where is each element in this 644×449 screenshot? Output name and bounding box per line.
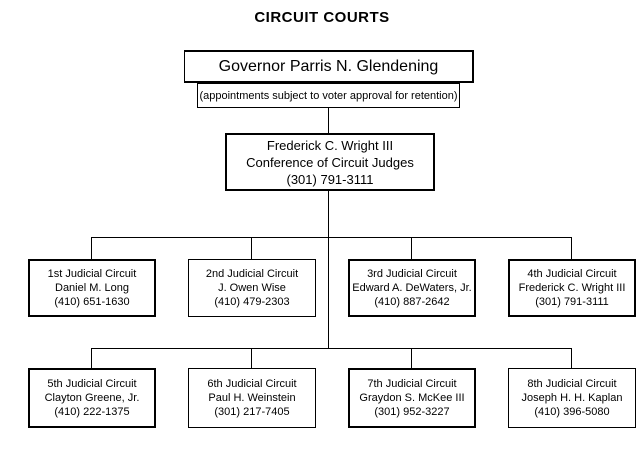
circuit-judge: Frederick C. Wright III	[518, 282, 626, 294]
circuit-judge: Daniel M. Long	[55, 282, 129, 294]
circuit-phone: (301) 791-3111	[535, 296, 609, 308]
circuit-judge: Clayton Greene, Jr.	[44, 392, 140, 404]
conference-box: Frederick C. Wright III Conference of Ci…	[225, 133, 435, 191]
circuit-name: 8th Judicial Circuit	[527, 378, 617, 390]
connector-drop-circuit-3	[411, 237, 412, 259]
connector-row2-horizontal	[91, 348, 572, 349]
connector-row1-horizontal	[91, 237, 572, 238]
circuit-phone: (410) 479-2303	[214, 296, 290, 308]
circuit-judge: Joseph H. H. Kaplan	[521, 392, 623, 404]
circuit-judge: J. Owen Wise	[218, 282, 286, 294]
conference-title: Conference of Circuit Judges	[246, 154, 414, 170]
circuit-phone: (410) 887-2642	[374, 296, 450, 308]
circuit-name: 1st Judicial Circuit	[47, 268, 137, 280]
connector-drop-circuit-6	[251, 348, 252, 368]
connector-drop-circuit-8	[571, 348, 572, 368]
circuit-judge: Paul H. Weinstein	[208, 392, 296, 404]
circuit-phone: (301) 952-3227	[374, 406, 450, 418]
circuit-box-6: 6th Judicial Circuit Paul H. Weinstein (…	[188, 368, 316, 428]
circuit-judge: Edward A. DeWaters, Jr.	[352, 282, 472, 294]
circuit-box-4: 4th Judicial Circuit Frederick C. Wright…	[508, 259, 636, 317]
circuit-judge: Graydon S. McKee III	[359, 392, 465, 404]
appointments-note: (appointments subject to voter approval …	[199, 89, 458, 102]
circuit-box-8: 8th Judicial Circuit Joseph H. H. Kaplan…	[508, 368, 636, 428]
circuit-box-7: 7th Judicial Circuit Graydon S. McKee II…	[348, 368, 476, 428]
circuit-name: 7th Judicial Circuit	[367, 378, 457, 390]
conference-chief-judge: Frederick C. Wright III	[266, 137, 394, 153]
governor-box: Governor Parris N. Glendening	[184, 50, 474, 83]
connector-governor-to-conference	[328, 108, 329, 133]
conference-phone: (301) 791-3111	[286, 171, 374, 187]
circuit-name: 5th Judicial Circuit	[47, 378, 137, 390]
circuit-box-1: 1st Judicial Circuit Daniel M. Long (410…	[28, 259, 156, 317]
circuit-name: 2nd Judicial Circuit	[205, 268, 299, 280]
connector-drop-circuit-2	[251, 237, 252, 259]
circuit-phone: (301) 217-7405	[214, 406, 290, 418]
circuit-name: 6th Judicial Circuit	[207, 378, 297, 390]
circuit-phone: (410) 222-1375	[54, 406, 130, 418]
connector-trunk	[328, 191, 329, 349]
connector-drop-circuit-5	[91, 348, 92, 368]
appointments-note-box: (appointments subject to voter approval …	[197, 83, 460, 108]
circuit-box-5: 5th Judicial Circuit Clayton Greene, Jr.…	[28, 368, 156, 428]
circuit-box-2: 2nd Judicial Circuit J. Owen Wise (410) …	[188, 259, 316, 317]
circuit-phone: (410) 396-5080	[534, 406, 610, 418]
circuit-name: 4th Judicial Circuit	[527, 268, 617, 280]
circuit-phone: (410) 651-1630	[54, 296, 130, 308]
governor-name: Governor Parris N. Glendening	[218, 57, 439, 75]
circuit-box-3: 3rd Judicial Circuit Edward A. DeWaters,…	[348, 259, 476, 317]
connector-drop-circuit-4	[571, 237, 572, 259]
connector-drop-circuit-7	[411, 348, 412, 368]
page-title: CIRCUIT COURTS	[254, 9, 390, 26]
connector-drop-circuit-1	[91, 237, 92, 259]
circuit-name: 3rd Judicial Circuit	[367, 268, 457, 280]
